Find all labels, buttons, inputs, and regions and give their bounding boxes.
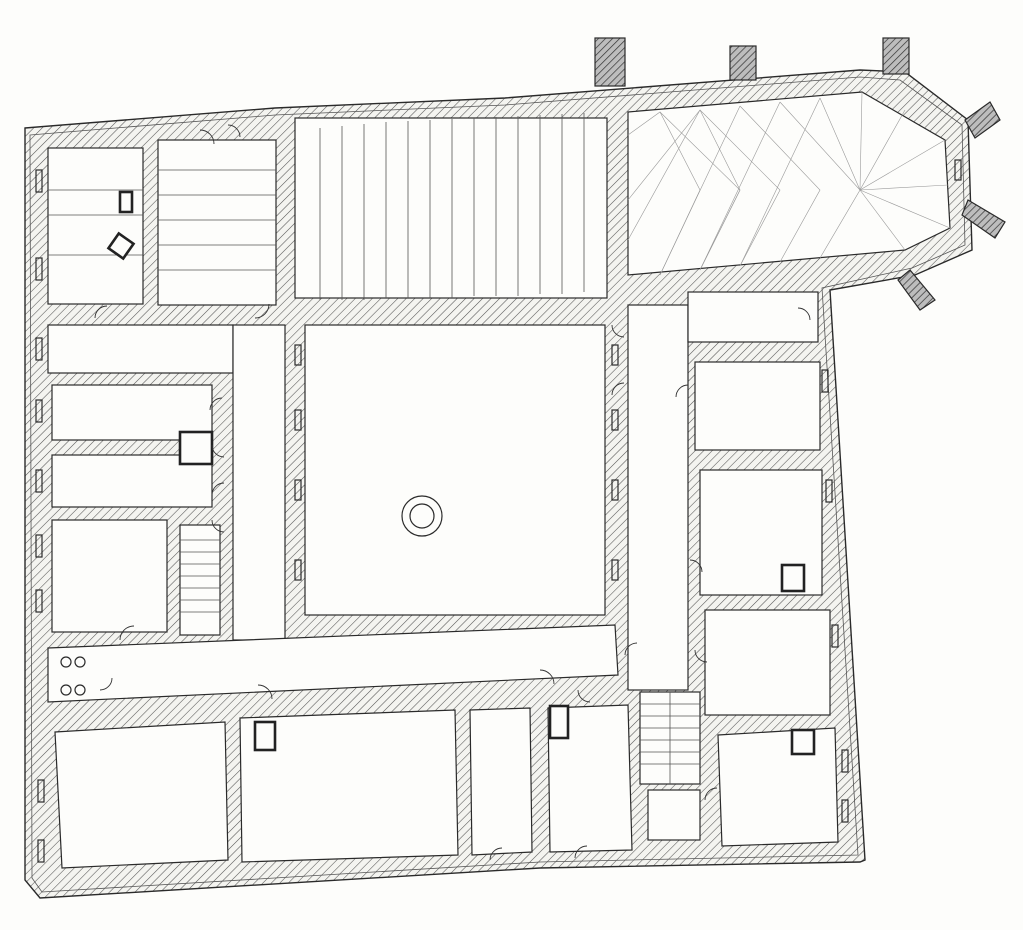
corridor [627, 304, 689, 691]
stair-treads [640, 692, 700, 784]
corridor [47, 324, 234, 374]
east-wing [627, 291, 831, 716]
room [694, 361, 821, 451]
outer-edge-line [29, 76, 966, 893]
chimney [118, 190, 134, 214]
room [239, 709, 459, 863]
courtyard [304, 324, 606, 616]
room [51, 519, 168, 633]
chimney [780, 563, 806, 593]
chapel-nave [294, 117, 608, 299]
south-corridor [47, 624, 619, 703]
doors [94, 124, 811, 861]
corridor [687, 291, 819, 343]
room [717, 727, 839, 847]
buttress [897, 269, 936, 311]
well [401, 495, 443, 537]
chapel-vault [627, 91, 951, 276]
west-wing [47, 139, 286, 641]
staircase [179, 524, 221, 636]
nave-beams [319, 113, 585, 300]
vault-ribs [627, 91, 951, 276]
room [47, 147, 144, 305]
room [704, 609, 831, 716]
room [547, 704, 633, 853]
sanitary-fixtures [60, 656, 86, 696]
chimney [106, 231, 136, 261]
buttress [964, 101, 1001, 139]
chapel-wing [294, 37, 1006, 311]
chimney [548, 704, 570, 740]
room [647, 789, 701, 841]
chimney [790, 728, 816, 756]
buttress [729, 45, 757, 81]
stair-treads [180, 539, 220, 613]
chimney [253, 720, 277, 752]
room [469, 707, 533, 856]
room [54, 721, 229, 869]
corridor [232, 324, 286, 641]
chimney [178, 430, 214, 466]
buttress [594, 37, 626, 87]
room [157, 139, 277, 306]
south-wing [54, 691, 839, 869]
buttress [882, 37, 910, 75]
buttress [961, 199, 1006, 239]
window-niches [35, 159, 962, 863]
